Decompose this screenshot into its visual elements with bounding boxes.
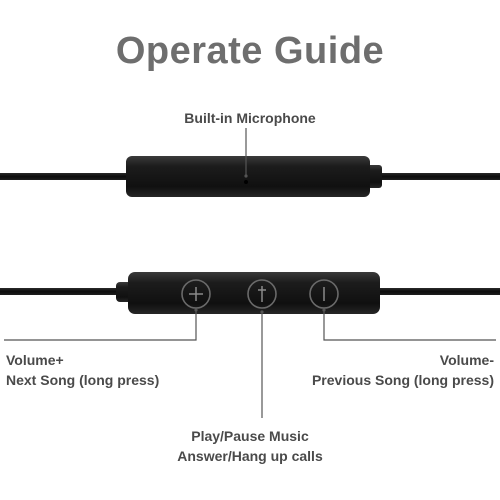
microphone-hole (244, 180, 248, 184)
microphone-cable (0, 156, 500, 197)
label-play-pause: Play/Pause Music Answer/Hang up calls (100, 426, 400, 466)
remote-cable (0, 272, 500, 314)
label-microphone: Built-in Microphone (184, 110, 316, 126)
label-volume-down: Volume- Previous Song (long press) (312, 350, 494, 390)
leader-lines (4, 128, 496, 418)
label-volume-up-line1: Volume+ (6, 352, 64, 368)
label-volume-down-line2: Previous Song (long press) (311, 372, 494, 388)
label-volume-up-line2: Next Song (long press) (6, 372, 160, 388)
volume-up-button (181, 279, 211, 309)
page-title: Operate Guide (115, 30, 385, 72)
microphone-unit (126, 156, 370, 197)
label-volume-up: Volume+ Next Song (long press) (6, 350, 159, 390)
leader-volume-down (323, 310, 496, 341)
leader-volume-up (4, 310, 197, 341)
label-play-pause-line2: Answer/Hang up calls (177, 448, 323, 464)
play-icon (258, 286, 266, 302)
remote-control (128, 272, 380, 314)
label-play-pause-line1: Play/Pause Music (191, 428, 309, 444)
play-pause-button (247, 279, 277, 309)
label-volume-down-line1: Volume- (439, 352, 494, 368)
volume-down-button (309, 279, 339, 309)
